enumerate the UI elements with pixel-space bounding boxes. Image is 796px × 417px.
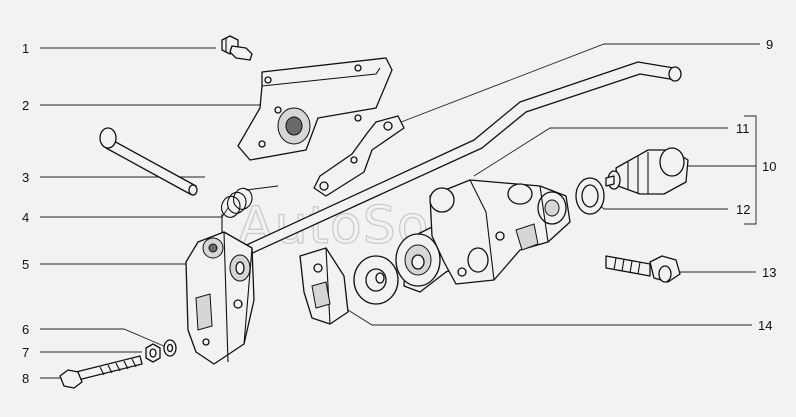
part-washer [163,339,177,357]
callout-3: 3 [22,170,29,185]
part-link-bracket [313,115,405,197]
part-control-rod [239,61,682,257]
callout-8: 8 [22,371,29,386]
callout-11: 11 [736,121,750,136]
callout-9: 9 [766,37,773,52]
part-valve-plug [605,147,689,195]
part-bolt-small [221,35,253,61]
part-pivot-pin [99,127,198,196]
leader-9 [395,43,760,125]
callout-2: 2 [22,98,29,113]
part-side-bracket [299,247,349,325]
callout-12: 12 [736,202,750,217]
part-nut [145,343,161,363]
callout-7: 7 [22,345,29,360]
callout-13: 13 [762,265,776,280]
part-lever-arm [185,231,255,365]
leader-12 [593,199,728,210]
part-hex-bolt [605,255,681,283]
part-long-bolt [59,355,143,389]
part-regulator-body [353,179,571,305]
callout-labels: 1 2 3 4 5 6 7 8 9 10 11 12 13 14 [22,37,776,386]
callout-4: 4 [22,210,29,225]
callout-5: 5 [22,257,29,272]
part-mounting-bracket [237,57,393,161]
leader-4 [40,207,229,218]
part-seal-ring [575,177,605,215]
leader-6 [40,328,167,348]
bracket-10 [744,115,757,225]
leader-11 [473,127,728,177]
callout-1: 1 [22,41,29,56]
leader-lines [40,43,760,379]
leader-14 [339,304,752,326]
callout-6: 6 [22,322,29,337]
callout-14: 14 [758,318,772,333]
callout-10: 10 [762,159,776,174]
